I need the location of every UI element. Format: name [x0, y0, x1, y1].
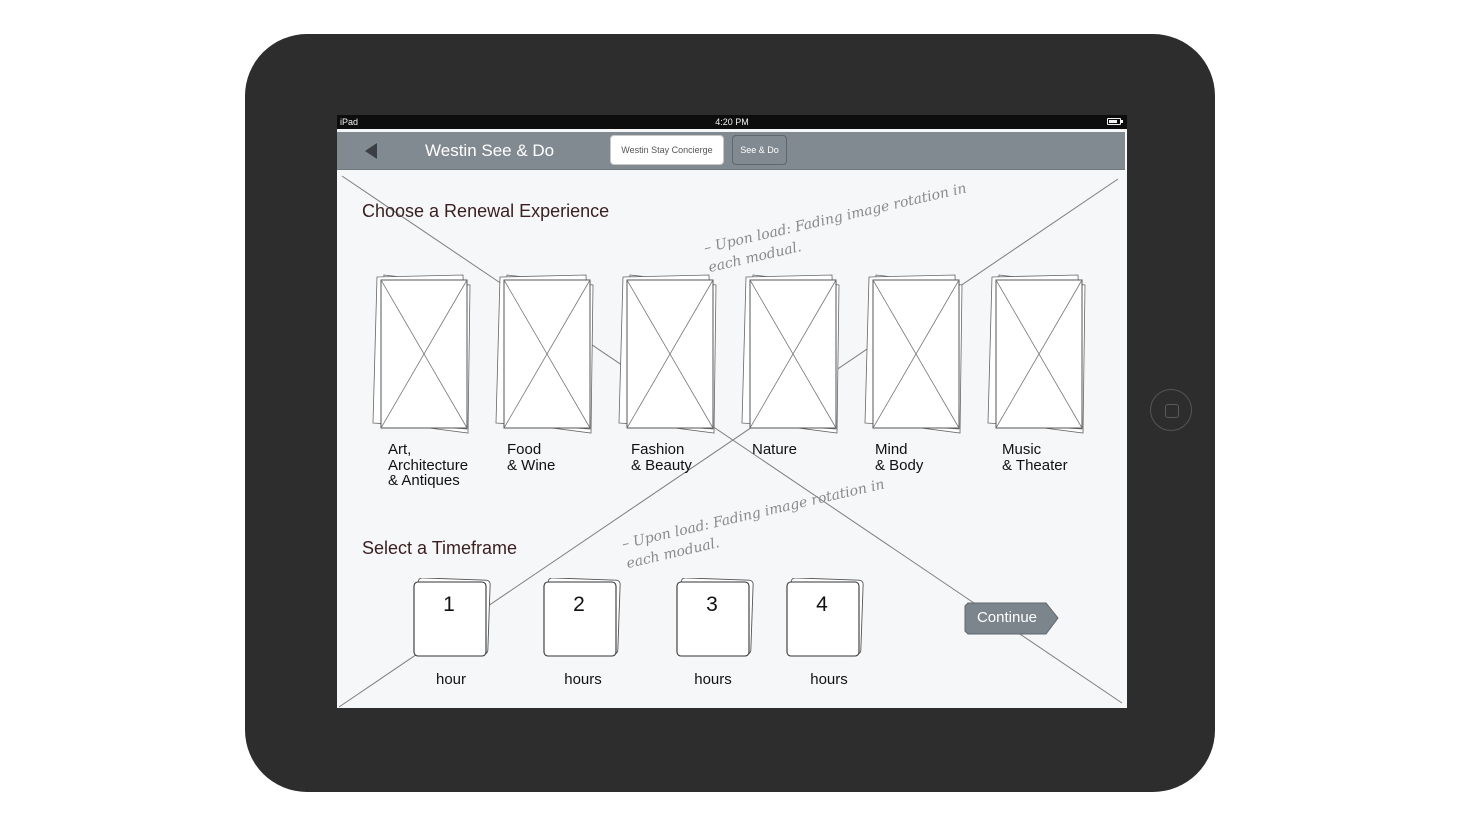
status-time: 4:20 PM [715, 117, 749, 127]
timeframe-option-1[interactable]: 1 [413, 578, 493, 660]
timeframe-option-3[interactable]: 3 [676, 578, 756, 660]
continue-label: Continue [976, 609, 1038, 626]
experience-label-nature: Nature [752, 441, 798, 458]
navigation-bar: Westin See & Do Westin Stay Concierge Se… [337, 132, 1125, 170]
nav-title: Westin See & Do [425, 141, 555, 160]
experience-card-art[interactable] [372, 273, 472, 435]
experience-label-mind: Mind & Body [875, 441, 924, 474]
timeframe-title: Select a Timeframe [362, 538, 518, 558]
battery-icon [1107, 118, 1123, 125]
image-placeholder-icon [372, 274, 471, 434]
experience-card-mind[interactable] [864, 273, 964, 435]
experience-card-music[interactable] [987, 273, 1087, 435]
home-button-icon[interactable] [1150, 389, 1192, 431]
device-name: iPad [340, 117, 359, 127]
timeframe-option-4[interactable]: 4 [786, 578, 866, 660]
experience-label-art: Art, Architecture & Antiques [388, 441, 469, 489]
image-placeholder-icon [864, 274, 963, 434]
status-bar: iPad 4:20 PM [337, 115, 1127, 129]
image-placeholder-icon [495, 274, 594, 434]
back-icon[interactable] [365, 143, 377, 159]
timeframe-number: 4 [816, 593, 828, 616]
card-stack-icon [676, 578, 754, 657]
renewal-experience-title: Choose a Renewal Experience [362, 201, 610, 221]
card-stack-icon [786, 578, 864, 657]
segment-westin-stay-concierge[interactable]: Westin Stay Concierge [610, 135, 724, 165]
experience-label-fashion: Fashion & Beauty [631, 441, 692, 474]
image-placeholder-icon [741, 274, 840, 434]
timeframe-unit-4: hours [810, 671, 848, 688]
image-placeholder-icon [618, 274, 717, 434]
experience-label-music: Music & Theater [1002, 441, 1068, 474]
app-screen: iPad 4:20 PM Westin See & Do Westin Stay… [337, 115, 1127, 708]
card-stack-icon [543, 578, 621, 657]
card-stack-icon [413, 578, 491, 657]
continue-button[interactable]: Continue [964, 602, 1060, 636]
experience-card-nature[interactable] [741, 273, 841, 435]
image-placeholder-icon [987, 274, 1086, 434]
timeframe-unit-1: hour [435, 671, 467, 688]
timeframe-number: 1 [443, 593, 455, 616]
experience-card-fashion[interactable] [618, 273, 718, 435]
timeframe-number: 2 [573, 593, 585, 616]
timeframe-option-2[interactable]: 2 [543, 578, 623, 660]
experience-card-food[interactable] [495, 273, 595, 435]
segment-see-and-do[interactable]: See & Do [732, 135, 787, 165]
timeframe-unit-3: hours [694, 671, 732, 688]
timeframe-number: 3 [706, 593, 718, 616]
arrow-button-shape [964, 602, 1059, 635]
timeframe-unit-2: hours [564, 671, 602, 688]
experience-label-food: Food & Wine [507, 441, 556, 474]
